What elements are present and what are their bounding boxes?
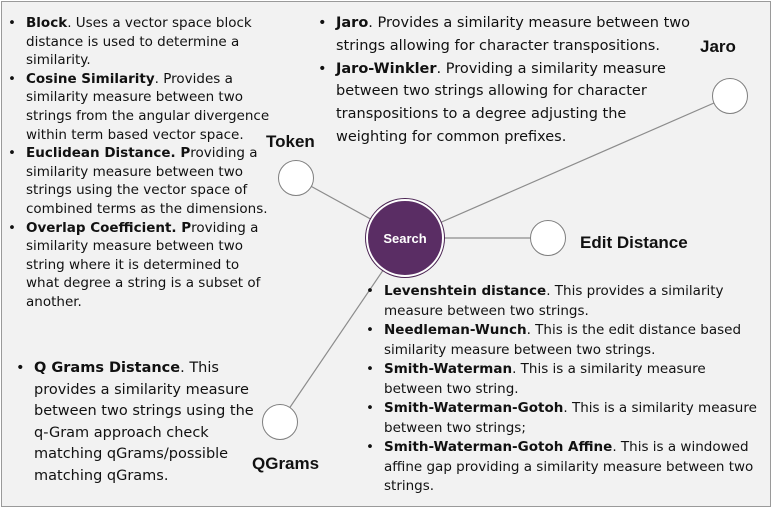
- edit-distance-node: [530, 220, 566, 256]
- token-node: [278, 160, 314, 196]
- list-item: Smith-Waterman-Gotoh Affine. This is a w…: [366, 438, 766, 497]
- jaro-measures-list: Jaro. Provides a similarity measure betw…: [318, 12, 696, 149]
- list-item: Smith-Waterman-Gotoh. This is a similari…: [366, 399, 766, 438]
- qgrams-label: QGrams: [252, 454, 320, 473]
- jaro-node: [712, 78, 748, 114]
- jaro-label: Jaro: [700, 37, 736, 56]
- token-measures-list: Block. Uses a vector space block distanc…: [8, 14, 276, 312]
- qgrams-node: [262, 404, 298, 440]
- search-hub: Search: [366, 199, 444, 277]
- edit-distance-label: Edit Distance: [580, 233, 688, 252]
- list-item: Q Grams Distance. This provides a simila…: [16, 358, 260, 487]
- list-item: Levenshtein distance. This provides a si…: [366, 282, 766, 321]
- list-item: Cosine Similarity. Provides a similarity…: [8, 70, 276, 144]
- search-hub-label: Search: [383, 230, 427, 246]
- edit-distance-measures-list: Levenshtein distance. This provides a si…: [366, 282, 766, 497]
- list-item: Overlap Coefficient. Providing a similar…: [8, 219, 276, 312]
- list-item: Jaro-Winkler. Providing a similarity mea…: [318, 58, 696, 149]
- list-item: Smith-Waterman. This is a similarity mea…: [366, 360, 766, 399]
- qgrams-measures-list: Q Grams Distance. This provides a simila…: [16, 358, 260, 487]
- list-item: Needleman-Wunch. This is the edit distan…: [366, 321, 766, 360]
- list-item: Jaro. Provides a similarity measure betw…: [318, 12, 696, 58]
- token-label: Token: [266, 132, 315, 151]
- list-item: Euclidean Distance. Providing a similari…: [8, 144, 276, 218]
- list-item: Block. Uses a vector space block distanc…: [8, 14, 276, 70]
